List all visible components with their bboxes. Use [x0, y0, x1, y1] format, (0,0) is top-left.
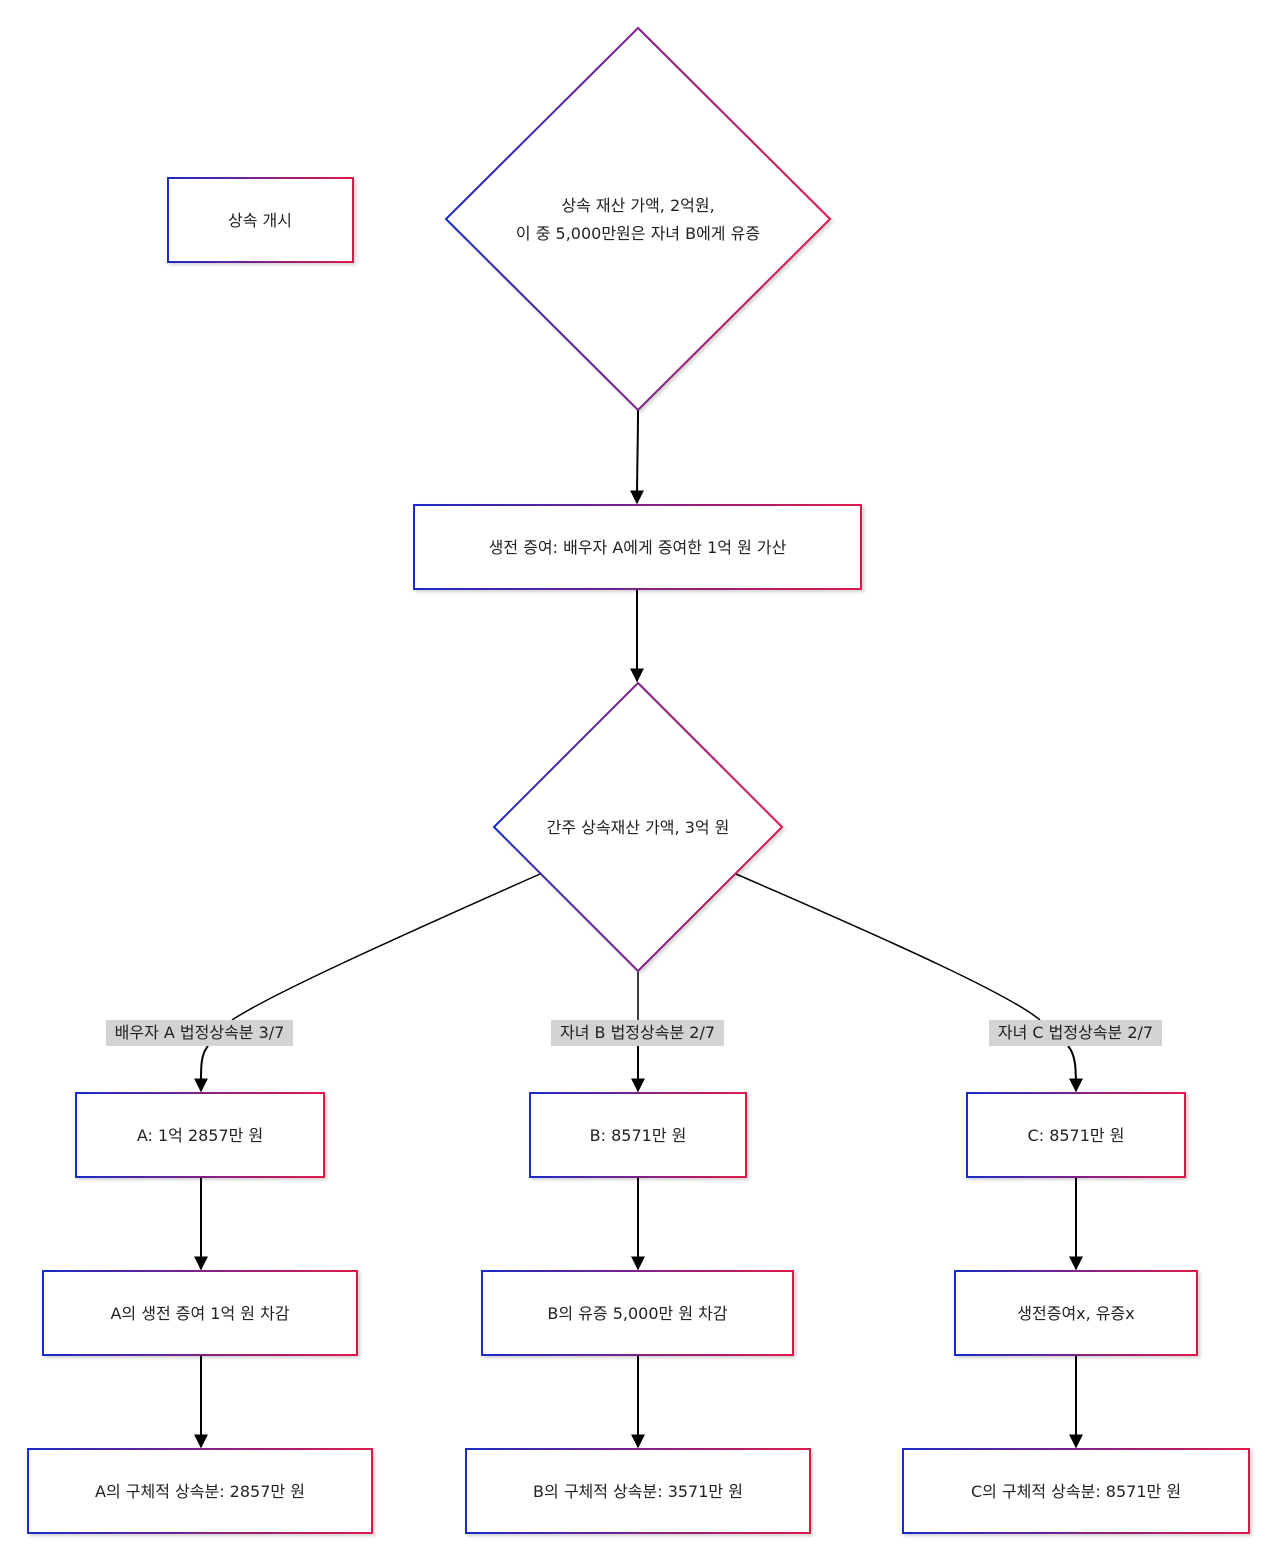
edge-estate-to-gift [630, 409, 645, 505]
node-c-deduct: 생전증여x, 유증x [954, 1270, 1198, 1356]
edge-label-child-c: 자녀 C 법정상속분 2/7 [989, 1020, 1162, 1046]
node-a-final: A의 구체적 상속분: 2857만 원 [27, 1448, 373, 1534]
edge-label-text: 배우자 A 법정상속분 3/7 [115, 1023, 285, 1042]
edge-label-text: 자녀 B 법정상속분 2/7 [560, 1023, 715, 1042]
node-c-share: C: 8571만 원 [966, 1092, 1186, 1178]
node-label: 생전증여x, 유증x [1017, 1304, 1134, 1323]
node-label: A: 1억 2857만 원 [137, 1126, 263, 1145]
node-label: B: 8571만 원 [590, 1126, 687, 1145]
node-diamond [492, 681, 784, 973]
node-box [902, 1448, 1250, 1534]
edge-label-a-to-node [193, 1045, 209, 1093]
node-box [42, 1270, 358, 1356]
edge-label-bg [989, 1020, 1162, 1046]
node-box [481, 1270, 794, 1356]
edge-label-text: 자녀 C 법정상속분 2/7 [998, 1023, 1153, 1042]
node-box [75, 1092, 325, 1178]
node-b-final: B의 구체적 상속분: 3571만 원 [465, 1448, 811, 1534]
node-box [167, 177, 354, 263]
edge-deemed-to-c [735, 873, 1041, 1021]
edge-label-child-b: 자녀 B 법정상속분 2/7 [551, 1020, 724, 1046]
node-label: A의 생전 증여 1억 원 차감 [110, 1304, 289, 1323]
node-c-final: C의 구체적 상속분: 8571만 원 [902, 1448, 1250, 1534]
node-label: 생전 증여: 배우자 A에게 증여한 1억 원 가산 [489, 538, 787, 557]
node-box [465, 1448, 811, 1534]
node-a-deduct: A의 생전 증여 1억 원 차감 [42, 1270, 358, 1356]
node-b-share: B: 8571만 원 [529, 1092, 747, 1178]
node-label: A의 구체적 상속분: 2857만 원 [95, 1482, 305, 1501]
node-label: C: 8571만 원 [1028, 1126, 1125, 1145]
node-box [966, 1092, 1186, 1178]
edge-label-spouse-a: 배우자 A 법정상속분 3/7 [106, 1020, 293, 1046]
node-estate-decision: 상속 재산 가액, 2억원, 이 중 5,000만원은 자녀 B에게 유증 [444, 26, 832, 412]
node-box [954, 1270, 1198, 1356]
node-box [529, 1092, 747, 1178]
node-lifetime-gift: 생전 증여: 배우자 A에게 증여한 1억 원 가산 [413, 504, 862, 590]
node-deemed-estate-decision: 간주 상속재산 가액, 3억 원 [492, 681, 784, 973]
edge-label-c-to-node [1067, 1045, 1083, 1093]
edge-deemed-to-a [231, 873, 541, 1021]
node-start: 상속 개시 [167, 177, 354, 263]
node-label: B의 구체적 상속분: 3571만 원 [533, 1482, 743, 1501]
edge-label-bg [106, 1020, 293, 1046]
node-box [27, 1448, 373, 1534]
edge-label-bg [551, 1020, 724, 1046]
node-label: B의 유증 5,000만 원 차감 [547, 1304, 727, 1323]
node-label: C의 구체적 상속분: 8571만 원 [971, 1482, 1181, 1501]
node-a-share: A: 1억 2857만 원 [75, 1092, 325, 1178]
edges [193, 409, 1083, 1449]
node-diamond [444, 26, 832, 412]
node-b-deduct: B의 유증 5,000만 원 차감 [481, 1270, 794, 1356]
node-label: 간주 상속재산 가액, 3억 원 [547, 818, 730, 837]
node-box [413, 504, 862, 590]
node-label: 상속 개시 [228, 211, 292, 230]
node-label-line2: 이 중 5,000만원은 자녀 B에게 유증 [516, 224, 760, 243]
node-label-line1: 상속 재산 가액, 2억원, [561, 196, 714, 215]
